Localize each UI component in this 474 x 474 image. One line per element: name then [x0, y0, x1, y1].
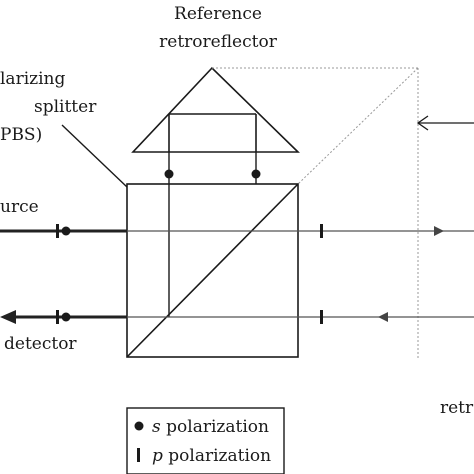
p-polarization-tick	[56, 310, 59, 324]
measurement-retroreflector-label: retr	[440, 398, 474, 418]
splitter-label-line1: larizing	[0, 69, 65, 89]
dotted-diagonal	[297, 67, 419, 185]
legend: s polarization p polarization	[126, 407, 285, 474]
s-polarization-dot	[61, 226, 71, 236]
splitter-leader-line	[61, 124, 128, 188]
s-polarization-dot	[251, 169, 261, 179]
source-label: urce	[0, 197, 39, 217]
legend-s-label: s polarization	[152, 417, 269, 437]
arrow-right-head	[434, 226, 444, 236]
legend-p-tick	[137, 448, 140, 462]
reference-retroreflector	[131, 66, 300, 153]
s-polarization-dot	[164, 169, 174, 179]
polarizing-beam-splitter	[126, 183, 299, 358]
reference-beams	[168, 152, 257, 317]
detector-arrow-head	[0, 310, 16, 324]
legend-p-text: polarization	[163, 446, 271, 466]
legend-s-symbol: s	[152, 417, 161, 437]
p-polarization-tick	[320, 224, 323, 238]
legend-s-dot	[134, 421, 144, 431]
s-polarization-dot	[61, 312, 71, 322]
prism-outline	[131, 66, 300, 153]
pbs-cube	[126, 183, 299, 358]
p-polarization-tick	[320, 310, 323, 324]
arrow-left-head	[378, 312, 388, 322]
legend-p-symbol: p	[152, 446, 163, 466]
reference-label-line2: retroreflector	[159, 32, 278, 52]
pbs-diagonal	[126, 183, 299, 358]
legend-p-label: p polarization	[152, 446, 271, 466]
legend-box	[126, 407, 285, 474]
dotted-guide	[212, 67, 419, 360]
p-polarization-tick	[56, 224, 59, 238]
detector-label: detector	[4, 334, 77, 354]
motion-arrow-head	[416, 115, 429, 131]
reference-label-line1: Reference	[174, 4, 262, 24]
legend-s-text: polarization	[161, 417, 269, 437]
splitter-label-line2: splitter	[34, 97, 97, 117]
splitter-label-line3: PBS)	[0, 125, 42, 145]
